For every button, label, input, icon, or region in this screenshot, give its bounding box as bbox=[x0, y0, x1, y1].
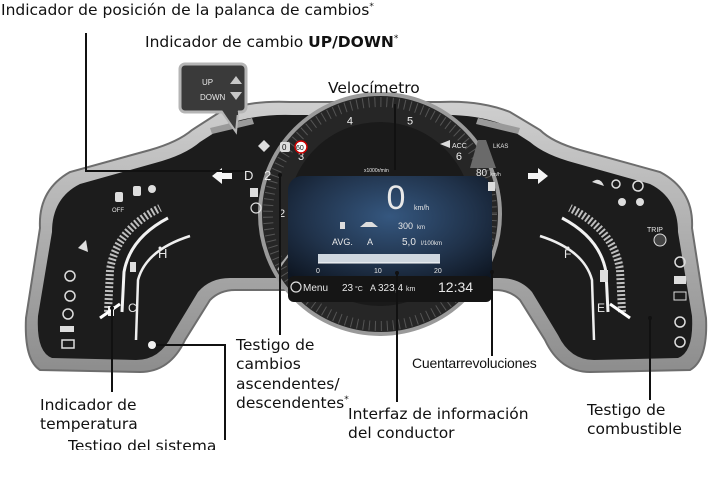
tach-number-3: 3 bbox=[298, 151, 304, 163]
scale-mark-0: 0 bbox=[316, 268, 320, 275]
callout-lines bbox=[85, 33, 651, 440]
label-shift-up-down-indicator: Indicador de cambio UP/DOWN* bbox=[145, 33, 399, 51]
fuel-pump-icon bbox=[600, 270, 608, 282]
label-gear-position-indicator: Indicador de posición de la palanca de c… bbox=[1, 1, 374, 19]
maintenance-icon bbox=[674, 276, 686, 284]
drive-mode-icon bbox=[250, 188, 258, 197]
speed-value: 0 bbox=[387, 179, 406, 217]
label-driver-information-interface: Interfaz de información del conductor bbox=[348, 405, 529, 443]
up-down-callout: UP DOWN bbox=[178, 62, 248, 135]
fuel-e-label: E bbox=[597, 301, 605, 315]
driver-alert-icon bbox=[78, 240, 88, 252]
avg-unit: l/100km bbox=[421, 241, 442, 247]
gear-display: D bbox=[244, 168, 253, 183]
clock: 12:34 bbox=[438, 279, 473, 295]
gear-number: 2 bbox=[264, 168, 271, 183]
tach-unit: x1000r/min bbox=[364, 168, 389, 174]
label-upshift-downshift-indicator: Testigo de cambios ascendentes/ descende… bbox=[236, 336, 349, 413]
warning-icon-2 bbox=[674, 336, 686, 348]
range-value: 300 bbox=[398, 221, 413, 231]
arrow-down-icon bbox=[230, 92, 242, 100]
off-label: OFF bbox=[112, 208, 124, 214]
callout-down: DOWN bbox=[200, 93, 226, 102]
label-speedometer: Velocímetro bbox=[328, 79, 420, 97]
left-warning-icons bbox=[60, 185, 156, 349]
steering-icon bbox=[488, 182, 495, 191]
temperature-gauge bbox=[99, 204, 191, 341]
label-tachometer: Cuentarrevoluciones bbox=[412, 355, 537, 371]
traction-icon bbox=[148, 185, 156, 193]
speed-unit: km/h bbox=[414, 205, 429, 212]
callout-up: UP bbox=[202, 78, 213, 87]
temp-h-label: H bbox=[158, 246, 167, 261]
lane-icon bbox=[673, 291, 687, 301]
lkas-label: LKAS bbox=[493, 144, 508, 150]
scale-mark-10: 10 bbox=[374, 268, 382, 275]
seatbelt-icon bbox=[115, 192, 123, 202]
info-icon bbox=[250, 202, 262, 214]
system-indicator-dot bbox=[148, 341, 156, 349]
fog-light-icon bbox=[618, 198, 626, 206]
trip-unit: km bbox=[406, 286, 416, 293]
speed-limit-icon bbox=[294, 140, 308, 154]
avg-value: 5,0 bbox=[402, 237, 416, 248]
label-system-indicator: Testigo del sistema bbox=[68, 437, 217, 450]
lane-assist-graphic bbox=[470, 140, 496, 168]
high-beam-icon bbox=[632, 180, 644, 192]
menu-label: Menu bbox=[303, 283, 328, 294]
cruise-unit: km/h bbox=[490, 172, 501, 178]
headlight-icon bbox=[592, 179, 604, 186]
acc-label: ACC bbox=[452, 143, 467, 150]
label-temperature-gauge: Indicador de temperatura bbox=[40, 396, 138, 434]
trip-value: 323,4 bbox=[378, 283, 403, 294]
power-icon bbox=[64, 270, 76, 282]
trip-letter: A bbox=[370, 283, 376, 293]
warning-icon-1 bbox=[674, 316, 686, 328]
rear-fog-icon bbox=[636, 198, 644, 206]
car-icon bbox=[360, 222, 378, 227]
tach-number-5: 5 bbox=[407, 116, 413, 128]
arrow-up-icon bbox=[230, 76, 242, 84]
avg-letter: A bbox=[367, 237, 373, 247]
label-fuel-gauge: Testigo de combustible bbox=[587, 401, 682, 439]
scale-mark-20: 20 bbox=[434, 268, 442, 275]
right-warning-icons bbox=[592, 179, 687, 348]
menu-icon bbox=[290, 281, 302, 293]
temp-c-label: C bbox=[128, 301, 137, 315]
range-unit: km bbox=[417, 225, 425, 231]
parking-light-icon bbox=[611, 179, 621, 189]
cruise-speed: 80 bbox=[476, 168, 488, 179]
tach-number-6: 6 bbox=[456, 151, 462, 163]
tach-number-2: 2 bbox=[279, 208, 285, 220]
right-turn-signal-icon bbox=[528, 168, 548, 184]
trip-label: TRIP bbox=[647, 227, 663, 234]
fuel-range-icon bbox=[340, 222, 345, 229]
avg-label: AVG. bbox=[332, 237, 353, 247]
airbag-icon bbox=[133, 186, 141, 196]
tpms-icon bbox=[62, 308, 74, 320]
coolant-temp-icon bbox=[130, 262, 136, 272]
tach-number-4: 4 bbox=[347, 116, 353, 128]
tpms-right-icon bbox=[674, 256, 686, 268]
brake-icon bbox=[64, 290, 76, 302]
fuel-f-label: F bbox=[564, 247, 571, 261]
outside-temp: 23 bbox=[342, 283, 354, 294]
temp-unit: °C bbox=[355, 285, 363, 293]
trip-knob-icon bbox=[653, 233, 667, 247]
small-zero-box bbox=[280, 142, 290, 152]
speed-limit: 60 bbox=[296, 145, 304, 152]
consumption-bar bbox=[318, 254, 440, 263]
engine-oil-icon bbox=[60, 326, 74, 332]
gear-position-pointer-icon bbox=[258, 140, 270, 152]
battery-icon bbox=[61, 339, 75, 349]
high-beam-assist-icon bbox=[440, 140, 450, 148]
small-zero: 0 bbox=[282, 143, 287, 152]
